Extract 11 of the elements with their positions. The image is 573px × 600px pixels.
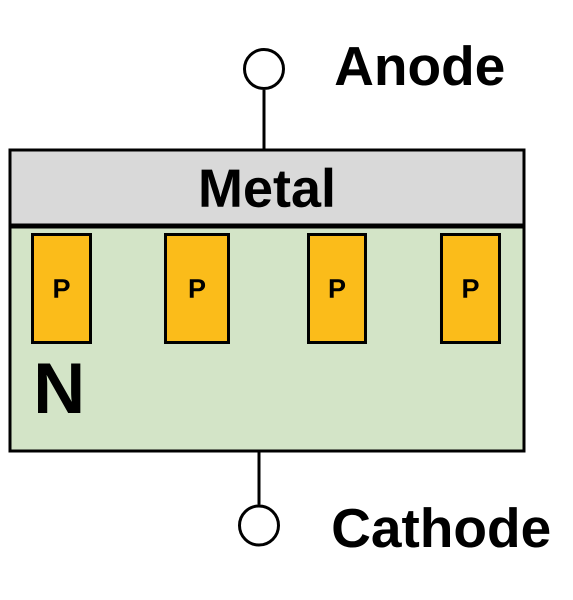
p-region: P: [31, 233, 92, 344]
terminal-label: Anode: [336, 45, 504, 86]
connector-line: [262, 90, 266, 148]
terminal-label: Cathode: [333, 507, 550, 548]
connector-line: [258, 452, 260, 504]
terminal-circle: [243, 48, 285, 90]
metal-layer: Metal: [8, 148, 526, 226]
p-region: P: [307, 233, 367, 344]
p-region: P: [440, 233, 501, 344]
terminal-circle: [238, 504, 280, 546]
p-region: P: [164, 233, 230, 344]
